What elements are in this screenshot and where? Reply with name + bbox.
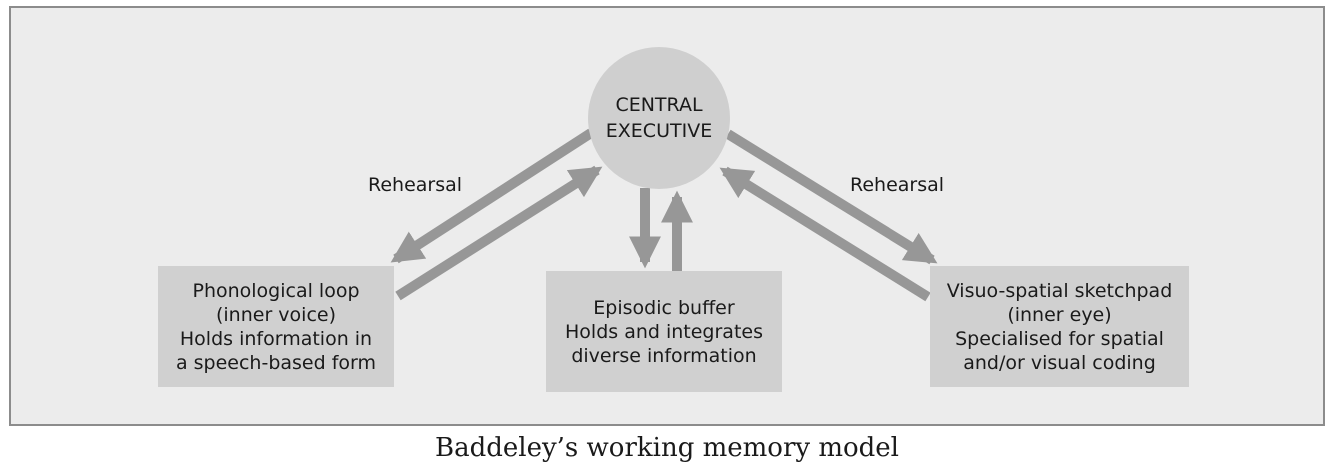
arrow-visuospatial-to-central — [719, 166, 931, 302]
episodic-buffer-desc-1: Holds and integrates — [565, 320, 763, 343]
visuospatial-sketchpad-desc-2: and/or visual coding — [963, 351, 1156, 374]
visuospatial-sketchpad-box: Visuo-spatial sketchpad (inner eye) Spec… — [930, 266, 1189, 387]
phonological-loop-title: Phonological loop — [192, 279, 360, 302]
rehearsal-label-left: Rehearsal — [368, 174, 463, 196]
central-executive-line-2: EXECUTIVE — [605, 120, 713, 142]
central-executive-line-1: CENTRAL — [615, 94, 703, 116]
episodic-buffer-box: Episodic buffer Holds and integrates div… — [546, 271, 782, 392]
episodic-buffer-title: Episodic buffer — [593, 296, 735, 319]
phonological-loop-subtitle: (inner voice) — [215, 303, 336, 326]
phonological-loop-desc-2: a speech-based form — [175, 351, 377, 374]
phonological-loop-box: Phonological loop (inner voice) Holds in… — [158, 266, 394, 387]
figure-caption: Baddeley’s working memory model — [435, 433, 899, 463]
rehearsal-label-right: Rehearsal — [850, 174, 945, 196]
visuospatial-sketchpad-title: Visuo-spatial sketchpad — [946, 279, 1173, 302]
visuospatial-sketchpad-subtitle: (inner eye) — [1007, 303, 1112, 326]
arrow-phonological-to-central — [395, 165, 603, 301]
arrow-central-to-visuospatial — [725, 129, 938, 265]
phonological-loop-desc-1: Holds information in — [179, 327, 373, 350]
arrow-central-to-phonological — [390, 128, 594, 264]
visuospatial-sketchpad-desc-1: Specialised for spatial — [955, 327, 1164, 350]
episodic-buffer-desc-2: diverse information — [571, 344, 757, 367]
central-executive-node: CENTRAL EXECUTIVE — [588, 47, 730, 189]
